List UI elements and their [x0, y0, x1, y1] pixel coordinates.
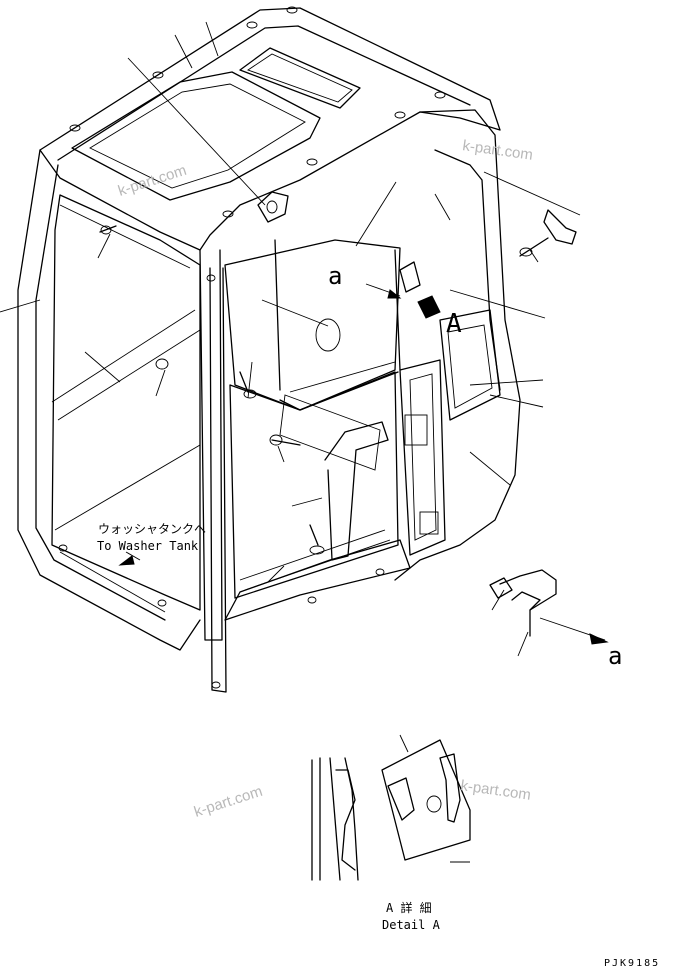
washer-tank-label-jp: ウォッシャタンクへ	[98, 522, 206, 536]
detail-ref-marker: A	[446, 309, 462, 339]
watermark-4: k-part.com	[459, 777, 532, 804]
watermark-2: k-part.com	[461, 137, 534, 164]
watermark-1: k-part.com	[116, 162, 189, 200]
view-marker-a-right: a	[608, 642, 622, 670]
view-marker-a-left: a	[328, 262, 342, 290]
detail-a-view	[311, 734, 471, 881]
watermark-3: k-part.com	[192, 783, 265, 821]
washer-tank-label-en: To Washer Tank	[97, 539, 199, 553]
detail-caption-en: Detail A	[382, 918, 441, 932]
detail-caption-jp: A 詳 細	[386, 900, 432, 915]
drawing-code: PJK9185	[604, 958, 660, 969]
roof-studs	[69, 6, 446, 218]
cab-frame	[17, 6, 521, 693]
hardware-parts	[99, 191, 577, 637]
leader-lines	[0, 21, 581, 657]
arrows	[118, 289, 609, 645]
